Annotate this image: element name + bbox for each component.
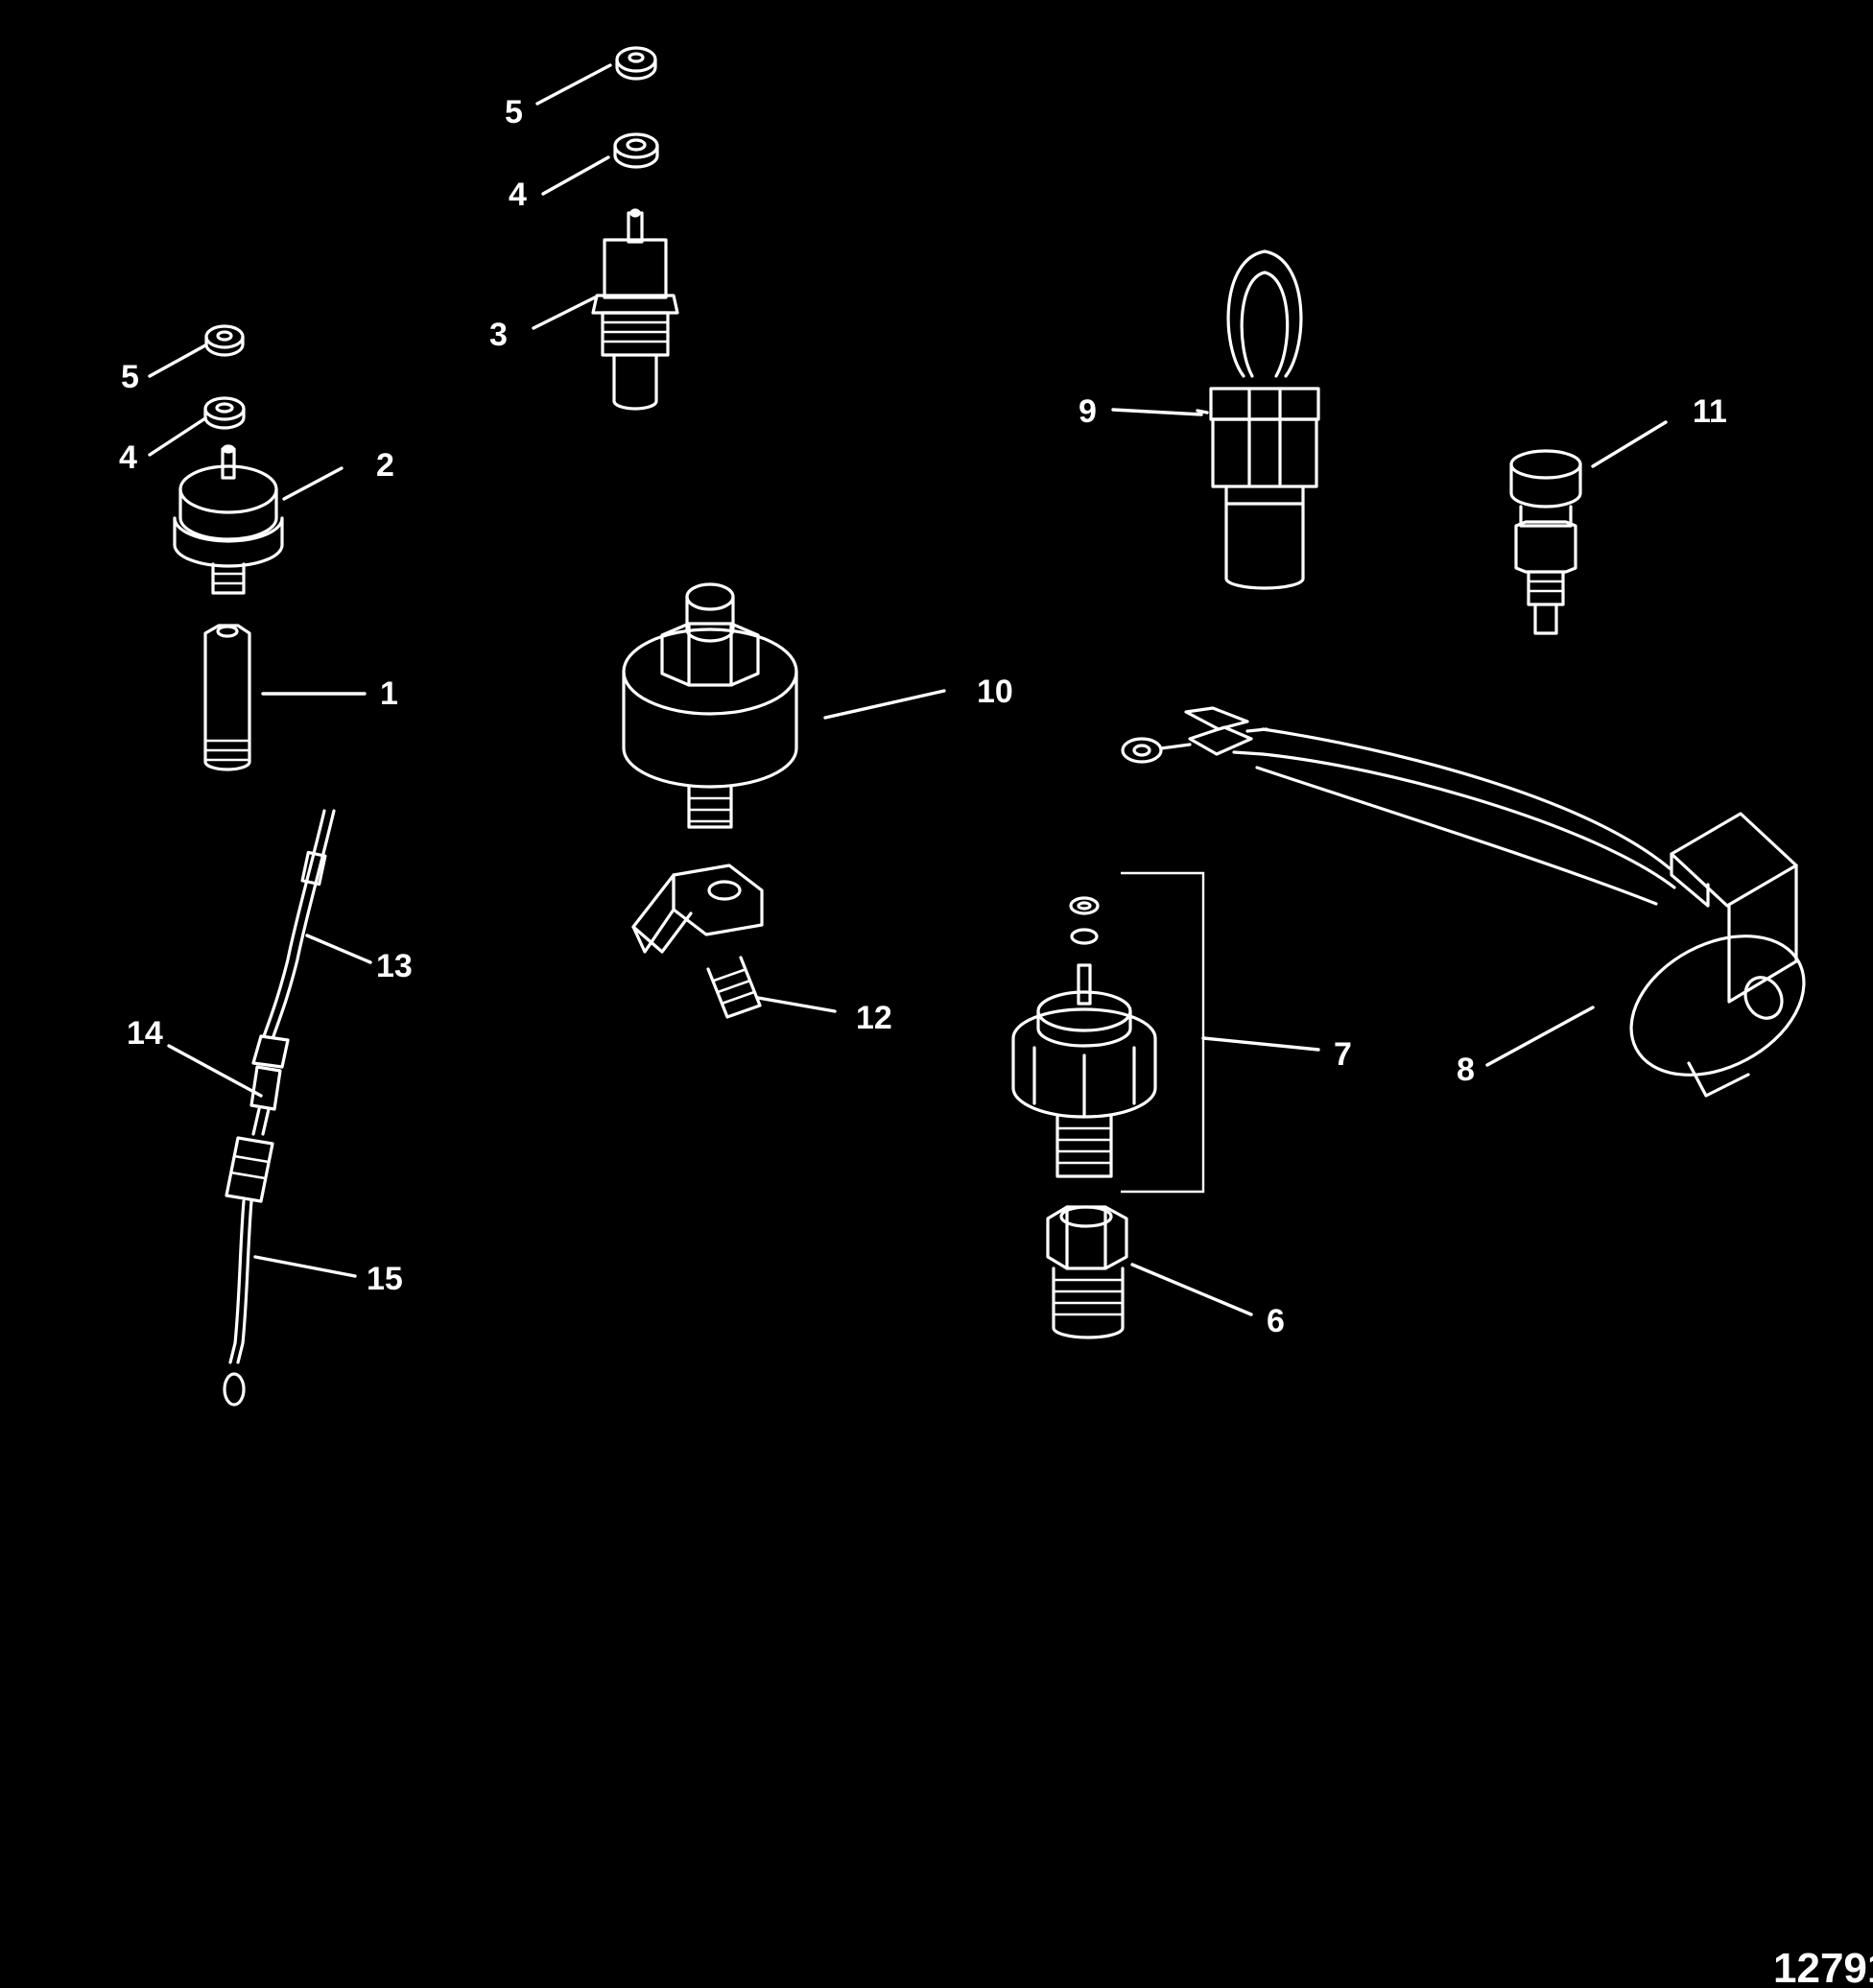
nut-lower: [204, 324, 245, 357]
label-item-5-upper: 5: [505, 94, 523, 130]
coil-assembly: [1121, 706, 1806, 1098]
sensor-lead: [223, 1136, 274, 1407]
label-item-12: 12: [856, 1000, 892, 1036]
figure-number: 12791: [1773, 1945, 1873, 1988]
nut-upper: [615, 46, 657, 81]
adapter-fitting: [1046, 1205, 1128, 1339]
oil-pressure-sender: [622, 582, 798, 829]
connector-plug: [1209, 249, 1320, 590]
pressure-switch: [173, 444, 284, 595]
connector-boot: [249, 1065, 282, 1136]
label-item-14: 14: [127, 1015, 163, 1052]
label-item-15: 15: [367, 1261, 403, 1297]
harness-lead: [251, 809, 336, 1069]
leader-lines: [148, 63, 1668, 1316]
elbow-fitting: [631, 864, 764, 1019]
label-item-1: 1: [380, 675, 398, 712]
label-item-7: 7: [1334, 1036, 1352, 1073]
bracket-item-7: [1121, 871, 1205, 1194]
label-item-10: 10: [977, 674, 1013, 710]
label-item-6: 6: [1267, 1303, 1285, 1339]
washer-upper: [613, 132, 659, 169]
label-item-3: 3: [489, 317, 508, 353]
label-item-13: 13: [376, 948, 413, 984]
label-item-11: 11: [1693, 393, 1727, 430]
fitting-sensor: [1509, 449, 1582, 635]
pressure-switch-kit: [1011, 896, 1157, 1178]
adaptor-pipe: [203, 624, 251, 771]
label-item-5-lower: 5: [121, 359, 139, 395]
label-item-9: 9: [1079, 393, 1097, 430]
label-item-8: 8: [1457, 1052, 1475, 1088]
label-item-2: 2: [376, 447, 394, 484]
callout-labels: 5 4 3 5 4 2 1 10 12 9 11 7 8 6 13 14 15: [119, 94, 1727, 1339]
label-item-4-lower: 4: [119, 439, 137, 476]
washer-lower: [203, 396, 246, 430]
temperature-sender: [591, 208, 679, 411]
label-item-4-upper: 4: [509, 177, 527, 213]
